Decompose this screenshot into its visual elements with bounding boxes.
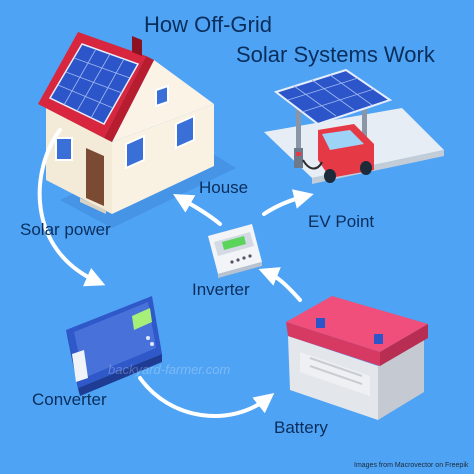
label-house: House <box>199 178 249 197</box>
arrow-inverter-to-house <box>173 194 222 226</box>
label-inverter: Inverter <box>192 280 250 299</box>
image-credit: Images from Macrovector on Freepik <box>354 462 469 469</box>
title-line-1: How Off-Grid <box>144 12 272 37</box>
inverter-illustration <box>208 224 262 278</box>
arrow-inverter-to-ev <box>262 189 314 216</box>
converter-illustration <box>66 296 162 396</box>
watermark: backyard-farmer.com <box>108 362 231 377</box>
arrow-battery-to-inverter <box>258 267 302 302</box>
title-line-2: Solar Systems Work <box>236 42 435 67</box>
house-illustration <box>38 32 236 228</box>
arrow-converter-to-battery <box>138 376 275 418</box>
label-ev-point: EV Point <box>308 212 375 231</box>
battery-illustration <box>286 296 428 420</box>
label-battery: Battery <box>274 418 328 437</box>
label-converter: Converter <box>32 390 107 409</box>
ev-point-illustration <box>264 68 444 184</box>
label-solar-power: Solar power <box>20 220 111 239</box>
arrow-house-to-converter <box>37 128 106 287</box>
